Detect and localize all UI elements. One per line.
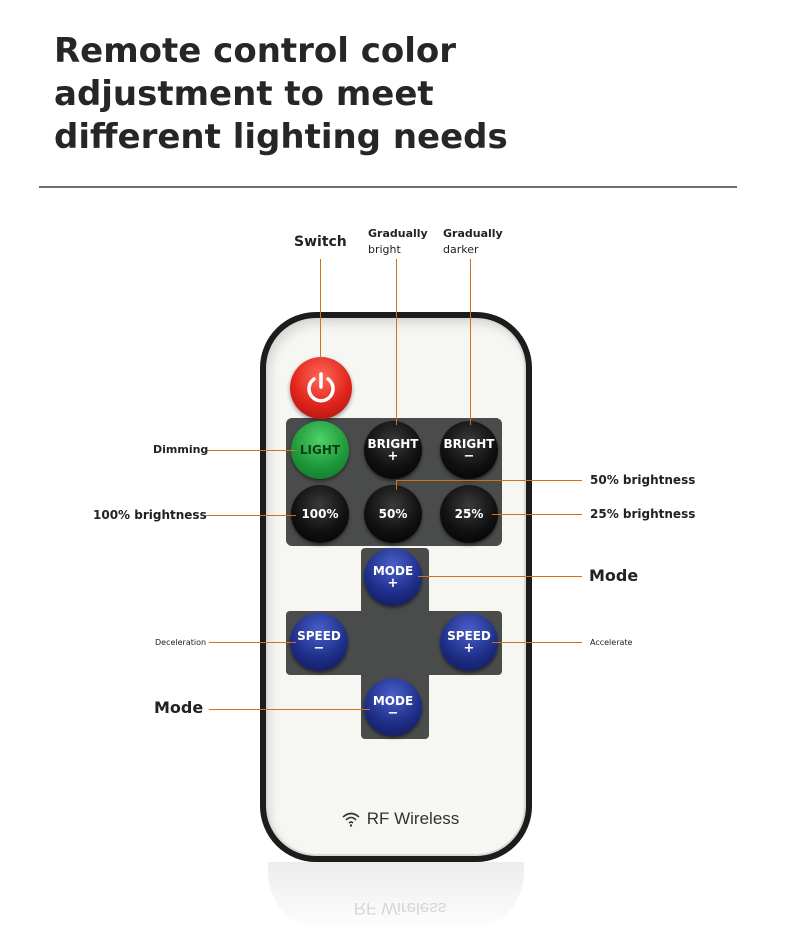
accelerate-label: Accelerate	[590, 638, 633, 647]
dimming-leader-line	[206, 450, 297, 451]
mode-left-leader-line	[209, 709, 370, 710]
light-button-label: LIGHT	[299, 442, 341, 457]
mode-down-button[interactable]: MODE −	[364, 678, 422, 736]
deceleration-label: Deceleration	[155, 638, 207, 647]
bright-down-sign: −	[463, 449, 475, 464]
mode-down-label: MODE	[372, 694, 414, 708]
brightness-100-label: 100% brightness	[93, 508, 207, 522]
speed-up-sign: +	[463, 641, 475, 656]
brightness-100-button[interactable]: 100%	[291, 485, 349, 543]
gradually-bright-line-1: Gradually	[368, 227, 428, 240]
speed-down-sign: −	[313, 641, 325, 656]
mode-up-label: MODE	[372, 564, 414, 578]
power-icon	[307, 372, 335, 403]
accelerate-leader-line	[492, 642, 582, 643]
rf-wireless-brand: RF Wireless	[330, 808, 470, 830]
brightness-25-label: 25%	[454, 506, 484, 521]
mode-minus-label: Mode	[154, 698, 204, 717]
title-line-3: different lighting needs	[54, 117, 508, 157]
switch-label: Switch	[294, 234, 347, 250]
reflection-text: RF Wireless	[353, 899, 447, 918]
deceleration-leader-line	[209, 642, 296, 643]
brightness-50-leader-h	[396, 480, 582, 481]
mode-right-leader-line	[418, 576, 582, 577]
brightness-50-label: 50% brightness	[590, 473, 696, 487]
bright-up-label: BRIGHT	[367, 437, 419, 451]
gradually-bright-line-2: bright	[368, 243, 401, 256]
page-title: Remote control color adjustment to meet …	[54, 30, 508, 159]
mode-up-button[interactable]: MODE +	[364, 548, 422, 606]
gradually-bright-label: Gradually bright	[368, 226, 428, 258]
bright-down-label: BRIGHT	[443, 437, 495, 451]
light-button[interactable]: LIGHT	[291, 421, 349, 479]
gradually-bright-leader-line	[396, 259, 397, 425]
title-divider	[39, 186, 737, 188]
brightness-25-label: 25% brightness	[590, 507, 696, 521]
bright-down-button[interactable]: BRIGHT −	[440, 421, 498, 479]
gradually-darker-label: Gradually darker	[443, 226, 503, 258]
speed-up-button[interactable]: SPEED +	[440, 613, 498, 671]
brightness-25-leader-line	[492, 514, 582, 515]
brightness-50-label: 50%	[378, 506, 408, 521]
bright-up-sign: +	[387, 449, 399, 464]
switch-leader-line	[320, 259, 321, 359]
mode-down-sign: −	[387, 706, 399, 721]
speed-down-button[interactable]: SPEED −	[290, 613, 348, 671]
mode-up-sign: +	[387, 576, 399, 591]
speed-up-label: SPEED	[447, 629, 491, 643]
remote-reflection	[268, 862, 524, 932]
speed-down-label: SPEED	[297, 629, 341, 643]
brightness-25-button[interactable]: 25%	[440, 485, 498, 543]
title-line-1: Remote control color	[54, 31, 457, 71]
gradually-darker-line-1: Gradually	[443, 227, 503, 240]
brightness-50-button[interactable]: 50%	[364, 485, 422, 543]
power-button[interactable]	[290, 357, 352, 419]
dimming-label: Dimming	[153, 443, 209, 456]
rf-wireless-label: RF Wireless	[366, 809, 460, 828]
bright-up-button[interactable]: BRIGHT +	[364, 421, 422, 479]
mode-plus-label: Mode	[589, 566, 639, 585]
gradually-darker-line-2: darker	[443, 243, 479, 256]
brightness-100-leader-line	[206, 515, 296, 516]
wifi-icon	[342, 812, 360, 827]
brightness-50-leader-v	[396, 480, 397, 490]
title-line-2: adjustment to meet	[54, 74, 434, 114]
brightness-100-label: 100%	[301, 506, 339, 521]
gradually-darker-leader-line	[470, 259, 471, 425]
